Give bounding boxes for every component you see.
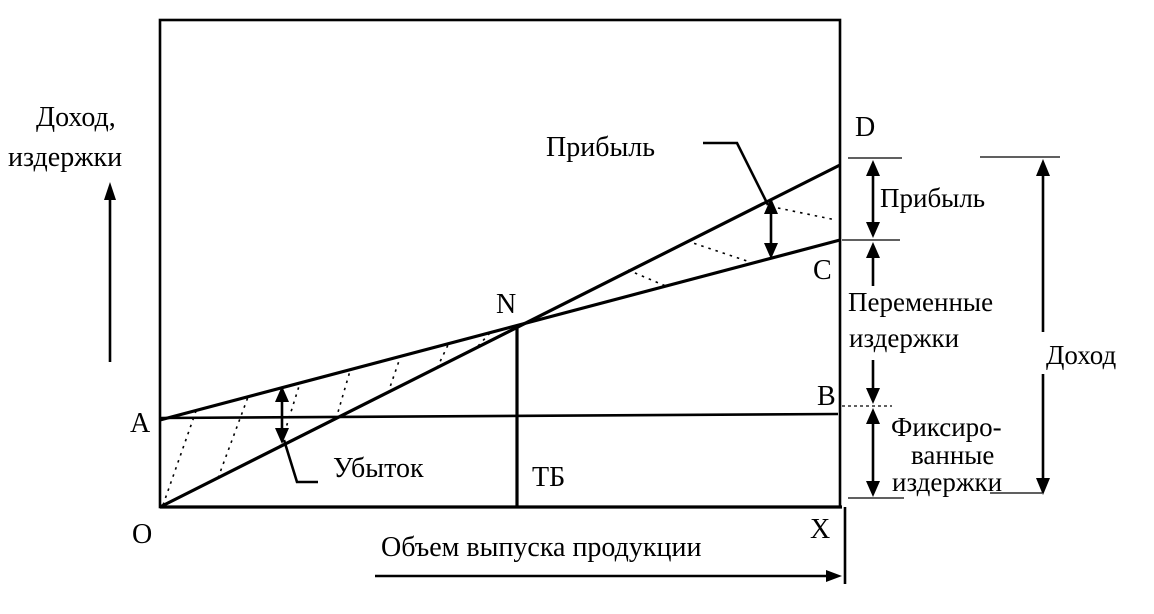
profit-hatching xyxy=(627,207,837,288)
total-cost-line xyxy=(159,238,841,422)
fixed-cost-line xyxy=(159,412,839,420)
y-axis-label-line1: Доход, xyxy=(36,102,116,133)
x-axis-arrow xyxy=(375,507,847,584)
loss-double-arrow xyxy=(275,386,289,444)
bracket-variable-label-line2: издержки xyxy=(849,323,959,353)
bracket-fixed-label-line1: Фиксиро- xyxy=(891,412,1002,442)
loss-callout-label: Убыток xyxy=(333,453,424,484)
point-label-b: B xyxy=(817,381,836,412)
point-label-n: N xyxy=(496,289,516,320)
revenue-line xyxy=(159,163,841,509)
point-label-o: O xyxy=(132,519,152,550)
point-label-c: C xyxy=(813,255,832,286)
y-axis-label-line2: издержки xyxy=(8,142,122,173)
bracket-fixed-label-line2: ванные xyxy=(911,440,994,470)
point-label-a: A xyxy=(130,408,151,439)
bracket-revenue-arrow xyxy=(1036,159,1050,495)
break-even-label: ТБ xyxy=(532,462,565,493)
profit-double-arrow xyxy=(764,198,778,259)
x-axis-label: Объем выпуска продукции xyxy=(381,532,701,563)
loss-hatching xyxy=(162,332,491,506)
profit-callout-leader xyxy=(703,141,770,206)
right-tick-lines xyxy=(842,156,1060,499)
bracket-revenue-label: Доход xyxy=(1046,340,1116,370)
profit-callout-label: Прибыль xyxy=(546,132,655,163)
bracket-fixed-arrow xyxy=(866,408,880,497)
bracket-variable-label-line1: Переменные xyxy=(848,287,993,317)
bracket-profit-label: Прибыль xyxy=(880,183,985,213)
point-label-x: X xyxy=(810,514,830,545)
bracket-profit-arrow xyxy=(866,160,880,238)
point-label-d: D xyxy=(855,112,875,143)
bracket-fixed-label-line3: издержки xyxy=(892,467,1002,497)
y-axis-arrow xyxy=(104,182,116,362)
bracket-variable-arrow xyxy=(866,242,880,404)
chart-frame xyxy=(158,18,842,509)
loss-callout-leader xyxy=(282,439,318,484)
